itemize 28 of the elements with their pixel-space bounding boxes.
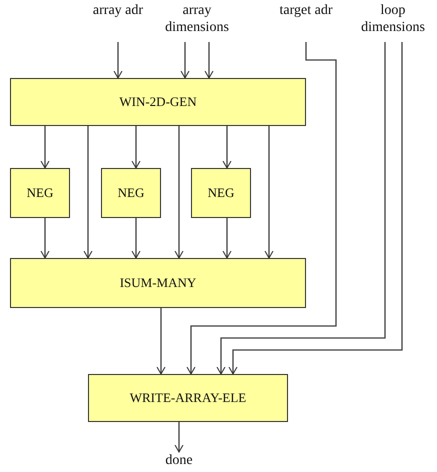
arrow (84, 126, 92, 258)
arrow (216, 42, 386, 374)
process-box: ISUM-MANY (10, 258, 306, 308)
arrow (180, 42, 190, 78)
signal-label: target adr (275, 2, 337, 40)
arrow (186, 42, 337, 374)
arrow (174, 126, 184, 258)
arrow (174, 422, 184, 452)
process-box: WRITE-ARRAY-ELE (88, 374, 288, 422)
arrow (228, 42, 403, 374)
process-box: NEG (101, 168, 161, 218)
arrow (132, 218, 140, 258)
arrow (264, 126, 274, 258)
arrow (40, 126, 50, 168)
arrow (114, 42, 122, 78)
signal-label: array dimensions (155, 2, 239, 40)
arrow (132, 126, 140, 168)
arrow (222, 218, 232, 258)
signal-label: done (154, 452, 204, 470)
arrow (204, 42, 214, 78)
arrow (156, 308, 166, 374)
process-box: NEG (10, 168, 70, 218)
process-box: NEG (191, 168, 251, 218)
signal-label: loop dimensions (351, 2, 435, 40)
arrow (40, 218, 50, 258)
arrow (222, 126, 232, 168)
process-box: WIN-2D-GEN (10, 78, 306, 126)
signal-label: array adr (88, 2, 148, 40)
